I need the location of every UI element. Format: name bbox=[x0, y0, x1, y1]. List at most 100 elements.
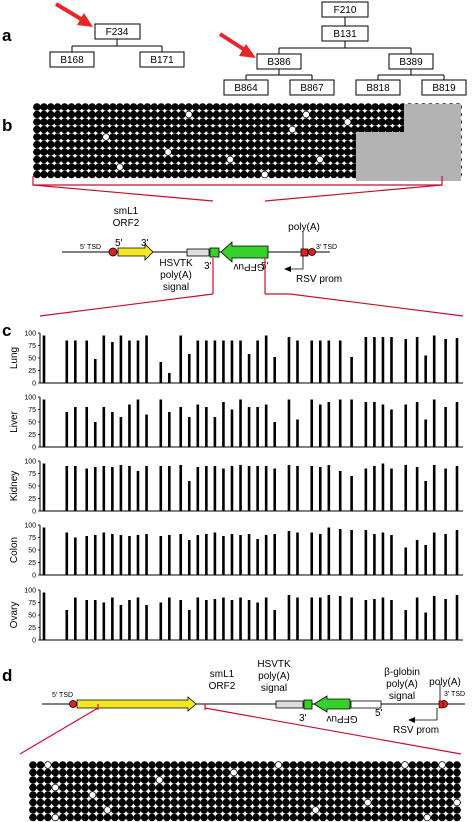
methylated-cpg-dot bbox=[237, 813, 246, 822]
methylated-cpg-dot bbox=[40, 163, 48, 171]
unmethylated-cpg-dot bbox=[260, 170, 269, 179]
methylated-cpg-dot bbox=[371, 103, 379, 111]
methylated-cpg-dot bbox=[67, 125, 76, 134]
methylated-cpg-dot bbox=[252, 791, 260, 799]
methylated-cpg-dot bbox=[267, 170, 276, 179]
polya-c: poly(A) bbox=[288, 222, 320, 233]
methylated-cpg-dot bbox=[237, 806, 246, 814]
bar bbox=[318, 597, 322, 640]
methylated-cpg-dot bbox=[207, 813, 216, 822]
y-tick-label: 75 bbox=[28, 471, 36, 478]
bar bbox=[93, 535, 97, 575]
methylated-cpg-dot bbox=[33, 110, 41, 119]
methylated-cpg-dot bbox=[185, 776, 194, 784]
methylated-cpg-dot bbox=[323, 148, 331, 156]
y-tick-label: 50 bbox=[28, 613, 36, 620]
methylated-cpg-dot bbox=[386, 798, 394, 807]
bar bbox=[296, 419, 299, 447]
methylated-cpg-dot bbox=[207, 798, 216, 807]
methylated-cpg-dot bbox=[88, 133, 97, 141]
methylated-cpg-dot bbox=[129, 140, 138, 149]
methylated-cpg-dot bbox=[171, 118, 179, 126]
bar bbox=[213, 532, 217, 575]
methylated-cpg-dot bbox=[74, 163, 83, 171]
methylated-cpg-dot bbox=[102, 110, 110, 119]
methylated-cpg-dot bbox=[304, 813, 313, 822]
methylated-cpg-dot bbox=[304, 776, 313, 784]
y-tick-label: 75 bbox=[28, 343, 36, 350]
methylated-cpg-dot bbox=[103, 776, 112, 784]
panel-label-a: a bbox=[2, 26, 12, 45]
methylated-cpg-dot bbox=[259, 776, 268, 784]
methylated-cpg-dot bbox=[178, 163, 186, 171]
bar bbox=[310, 597, 314, 640]
methylated-cpg-dot bbox=[323, 163, 331, 171]
methylated-cpg-dot bbox=[316, 140, 324, 149]
methylated-cpg-dot bbox=[226, 140, 235, 149]
methylated-cpg-dot bbox=[109, 125, 117, 134]
methylated-cpg-dot bbox=[136, 118, 145, 126]
methylated-cpg-dot bbox=[274, 791, 283, 799]
bar bbox=[381, 463, 385, 511]
methylated-cpg-dot bbox=[274, 125, 283, 134]
methylated-cpg-dot bbox=[191, 170, 200, 179]
methylated-cpg-dot bbox=[295, 148, 304, 156]
y-tick-label: 25 bbox=[28, 368, 36, 375]
unmethylated-cpg-dot bbox=[401, 761, 409, 769]
chart-panel-c: 0255075100Lung0255075100Liver0255075100K… bbox=[9, 331, 463, 645]
methylated-cpg-dot bbox=[125, 798, 134, 807]
methylated-cpg-dot bbox=[260, 125, 269, 134]
methylated-cpg-dot bbox=[363, 791, 372, 799]
methylated-cpg-dot bbox=[170, 776, 179, 784]
methylated-cpg-dot bbox=[393, 761, 402, 769]
methylated-cpg-dot bbox=[329, 125, 338, 134]
polya-d: poly(A) bbox=[429, 677, 461, 688]
methylated-cpg-dot bbox=[102, 125, 110, 134]
methylated-cpg-dot bbox=[295, 170, 304, 179]
node-B864: B864 bbox=[234, 83, 258, 94]
methylated-cpg-dot bbox=[288, 155, 297, 164]
methylated-cpg-dot bbox=[74, 125, 83, 134]
methylated-cpg-dot bbox=[118, 783, 127, 792]
connector-b bbox=[32, 176, 443, 202]
methylated-cpg-dot bbox=[316, 170, 324, 179]
methylated-cpg-dot bbox=[267, 776, 275, 784]
methylated-cpg-dot bbox=[416, 806, 424, 814]
unmethylated-cpg-dot bbox=[316, 155, 324, 164]
methylated-cpg-dot bbox=[198, 155, 207, 164]
methylated-cpg-dot bbox=[371, 125, 379, 134]
methylated-cpg-dot bbox=[350, 118, 359, 126]
methylated-cpg-dot bbox=[252, 761, 260, 769]
methylated-cpg-dot bbox=[267, 783, 275, 792]
methylated-cpg-dot bbox=[222, 791, 231, 799]
methylated-cpg-dot bbox=[122, 103, 131, 111]
methylated-cpg-dot bbox=[329, 163, 338, 171]
methylated-cpg-dot bbox=[423, 776, 432, 784]
methylated-cpg-dot bbox=[349, 761, 357, 769]
methylated-cpg-dot bbox=[296, 761, 305, 769]
methylated-cpg-dot bbox=[252, 768, 260, 777]
bar bbox=[136, 399, 140, 447]
methylated-cpg-dot bbox=[40, 155, 48, 164]
methylated-cpg-dot bbox=[385, 125, 393, 134]
methylated-cpg-dot bbox=[148, 806, 156, 814]
methylated-cpg-dot bbox=[311, 783, 320, 792]
methylated-cpg-dot bbox=[157, 118, 166, 126]
methylated-cpg-dot bbox=[334, 783, 342, 792]
methylated-cpg-dot bbox=[267, 148, 276, 156]
methylated-cpg-dot bbox=[164, 170, 172, 179]
methylated-cpg-dot bbox=[247, 125, 255, 134]
methylated-cpg-dot bbox=[29, 768, 37, 777]
methylated-cpg-dot bbox=[260, 133, 269, 141]
methylated-cpg-dot bbox=[96, 798, 104, 807]
bar bbox=[264, 335, 268, 383]
methylated-cpg-dot bbox=[150, 163, 159, 171]
methylated-cpg-dot bbox=[281, 163, 290, 171]
methylated-cpg-dot bbox=[164, 110, 172, 119]
hsvtk-d-2: poly(A) bbox=[258, 671, 290, 682]
bar bbox=[432, 335, 436, 383]
methylated-cpg-dot bbox=[356, 791, 365, 799]
node-B818: B818 bbox=[366, 83, 390, 94]
methylated-cpg-dot bbox=[267, 110, 276, 119]
orf-label-c-1: smL1 bbox=[114, 206, 139, 217]
